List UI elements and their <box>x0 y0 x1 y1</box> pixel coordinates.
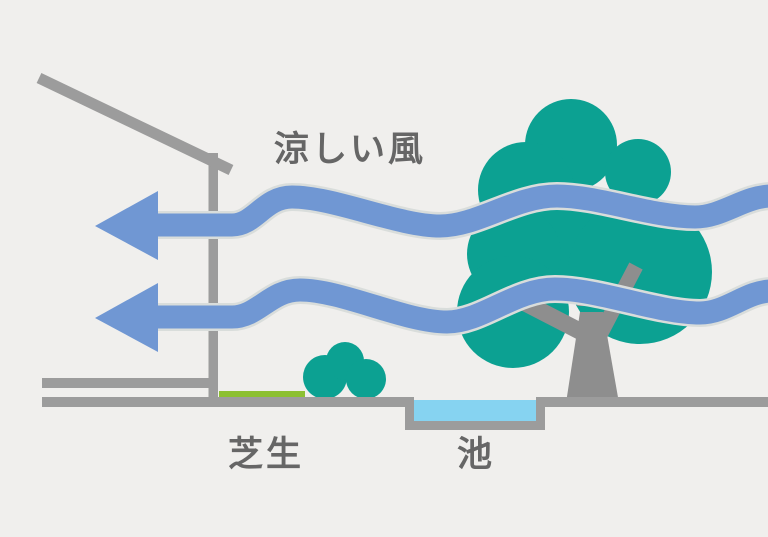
wind-arrow-upper <box>95 181 768 260</box>
trunk-main <box>566 312 619 403</box>
bush-lobe <box>346 359 386 399</box>
house-icon <box>36 73 234 407</box>
lawn-label: 芝生 <box>228 435 304 474</box>
foliage-lobe <box>605 139 671 205</box>
pond-basin <box>405 397 545 430</box>
wind-label: 涼しい風 <box>274 130 426 169</box>
bush-icon <box>303 342 386 399</box>
wind-arrow-upper-band <box>152 184 768 238</box>
wind-arrow-lower <box>95 274 768 352</box>
ground-bar-right <box>545 397 768 407</box>
pond-label: 池 <box>457 435 495 474</box>
pond-icon <box>405 397 545 430</box>
house-roof-line <box>36 73 234 175</box>
wind-arrow-lower-band <box>152 277 768 334</box>
house-floor-line <box>42 378 210 388</box>
ground-bar-left <box>42 397 405 407</box>
wind-arrowhead-upper <box>95 191 158 260</box>
pond-water <box>414 400 536 421</box>
wind-arrowhead-lower <box>95 283 158 352</box>
ground <box>42 397 768 407</box>
house-wall <box>208 153 218 407</box>
lawn-strip <box>219 391 305 398</box>
